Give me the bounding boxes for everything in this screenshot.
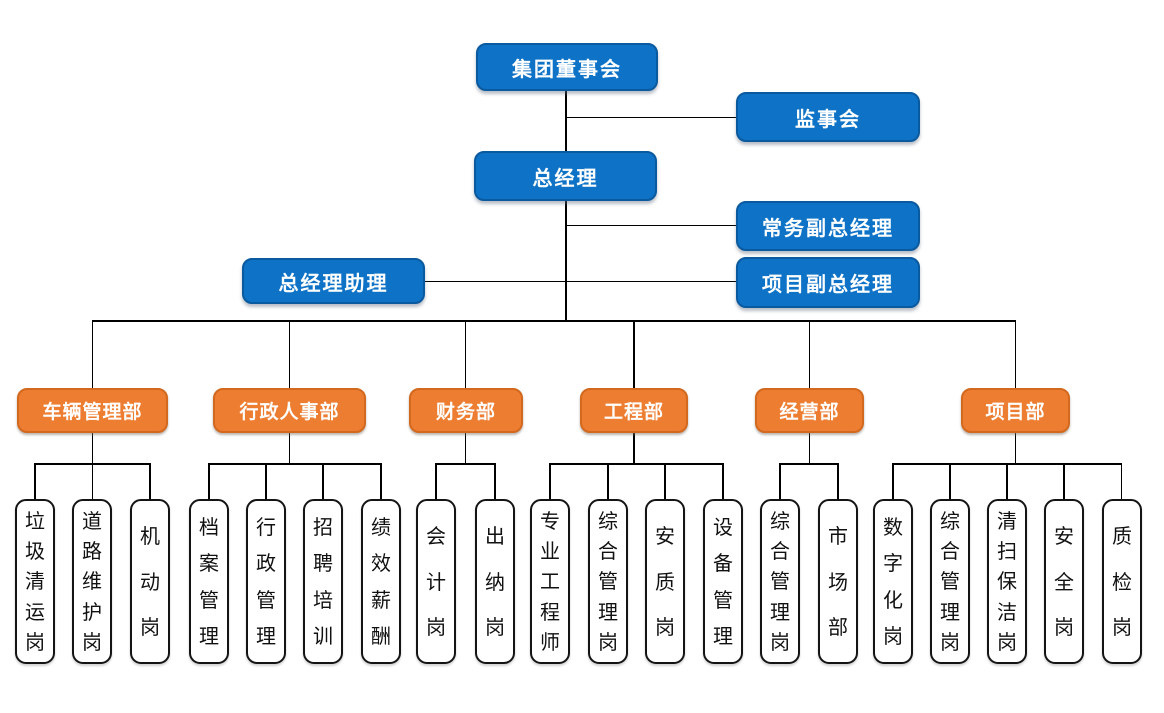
pos-general-management-proj: 综合管理岗 xyxy=(930,499,970,664)
node-exec-deputy-gm: 常务副总经理 xyxy=(736,201,920,251)
pos-road-maintenance: 道路维护岗 xyxy=(72,499,112,664)
connector xyxy=(779,463,839,465)
dept-operations: 经营部 xyxy=(755,388,864,433)
pos-market: 市场部 xyxy=(818,499,858,664)
connector xyxy=(322,464,324,499)
dept-vehicle-management: 车辆管理部 xyxy=(17,388,168,433)
connector xyxy=(464,321,467,388)
connector xyxy=(808,321,811,388)
dept-finance: 财务部 xyxy=(409,388,523,433)
connector xyxy=(565,91,567,151)
connector xyxy=(494,464,496,499)
connector xyxy=(265,464,267,499)
connector xyxy=(380,464,382,499)
connector xyxy=(892,464,894,499)
connector xyxy=(808,433,811,464)
dept-admin-hr: 行政人事部 xyxy=(213,388,366,433)
connector xyxy=(633,321,635,388)
pos-recruitment-training: 招聘培训 xyxy=(303,499,343,664)
connector xyxy=(607,464,609,499)
connector xyxy=(633,433,635,464)
connector xyxy=(91,320,1017,322)
connector xyxy=(549,464,551,499)
connector xyxy=(664,464,666,499)
pos-general-management-ops: 综合管理岗 xyxy=(760,499,800,664)
pos-cashier: 出纳岗 xyxy=(475,499,515,664)
connector xyxy=(288,433,291,464)
connector xyxy=(892,463,1123,465)
connector xyxy=(722,464,724,499)
connector xyxy=(425,280,736,282)
node-board: 集团董事会 xyxy=(476,43,658,91)
connector xyxy=(549,463,724,465)
connector xyxy=(149,464,151,499)
connector xyxy=(565,200,567,321)
connector xyxy=(435,464,437,499)
dept-engineering: 工程部 xyxy=(580,388,688,433)
pos-performance-compensation: 绩效薪酬 xyxy=(361,499,401,664)
pos-cleaning: 清扫保洁岗 xyxy=(987,499,1027,664)
node-gm-assistant: 总经理助理 xyxy=(242,258,425,304)
connector xyxy=(464,433,467,464)
connector xyxy=(91,464,94,499)
pos-equipment-management: 设备管理 xyxy=(703,499,743,664)
connector xyxy=(91,433,94,464)
pos-safety: 安全岗 xyxy=(1044,499,1084,664)
connector xyxy=(1014,433,1017,464)
pos-digitalization: 数字化岗 xyxy=(873,499,913,664)
connector xyxy=(949,464,951,499)
pos-general-management-eng: 综合管理岗 xyxy=(588,499,628,664)
pos-accounting: 会计岗 xyxy=(416,499,456,664)
pos-archives-management: 档案管理 xyxy=(189,499,229,664)
connector xyxy=(288,321,291,388)
dept-project: 项目部 xyxy=(961,388,1070,433)
connector xyxy=(1006,464,1008,499)
connector xyxy=(1063,464,1065,499)
pos-garbage-collection: 垃圾清运岗 xyxy=(15,499,55,664)
connector xyxy=(566,116,736,118)
connector xyxy=(779,464,781,499)
node-supervisory-board: 监事会 xyxy=(736,92,920,142)
pos-quality-inspection: 质检岗 xyxy=(1102,499,1142,664)
connector xyxy=(1014,321,1017,388)
node-general-manager: 总经理 xyxy=(474,151,657,201)
connector xyxy=(208,463,382,465)
connector xyxy=(34,463,151,465)
pos-professional-engineer: 专业工程师 xyxy=(530,499,570,664)
node-project-deputy-gm: 项目副总经理 xyxy=(736,257,920,308)
pos-mobile: 机动岗 xyxy=(130,499,170,664)
connector xyxy=(34,464,36,499)
connector xyxy=(91,321,94,388)
connector xyxy=(208,464,210,499)
connector xyxy=(1120,464,1123,499)
connector xyxy=(837,464,839,499)
connector xyxy=(435,463,496,465)
pos-admin-management: 行政管理 xyxy=(246,499,286,664)
pos-safety-quality: 安质岗 xyxy=(645,499,685,664)
connector xyxy=(566,224,736,226)
